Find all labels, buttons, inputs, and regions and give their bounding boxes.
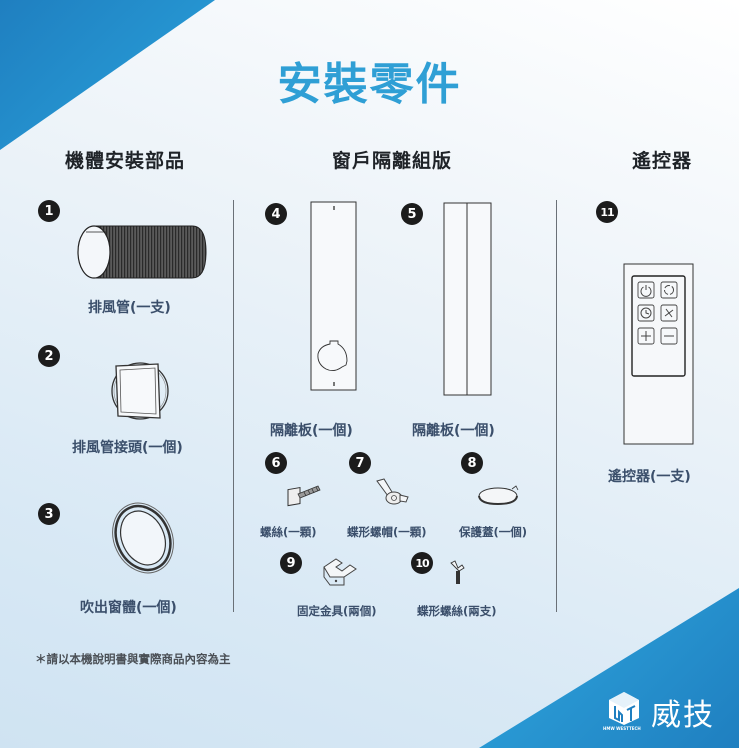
hose-connector-icon <box>111 362 169 420</box>
part-label: 保護蓋(一個) <box>459 525 528 539</box>
part-number-badge: 7 <box>349 452 371 474</box>
part-number-badge: 8 <box>461 452 483 474</box>
brand-name: 威技 <box>651 698 715 733</box>
part-number-badge: 10 <box>411 552 433 574</box>
remote-control-icon <box>623 263 694 445</box>
part-number-badge: 4 <box>265 203 287 225</box>
wing-screw-icon <box>450 560 465 584</box>
part-label: 排風管接頭(一個) <box>72 440 183 456</box>
column-divider <box>233 200 234 612</box>
part-label: 固定金具(兩個) <box>297 604 377 618</box>
brand-logo: HMW WESTTECH <box>603 690 643 734</box>
part-number-badge: 5 <box>401 203 423 225</box>
brand-subtitle: HMW WESTTECH <box>603 726 641 731</box>
screw-icon <box>287 485 321 507</box>
protective-cap-icon <box>478 485 519 506</box>
window-panel-with-hole-icon <box>310 201 357 391</box>
part-label: 螺絲(一顆) <box>260 525 317 539</box>
column-divider <box>556 200 557 612</box>
brand-logo-block: HMW WESTTECH 威技 <box>603 690 715 734</box>
wing-nut-icon <box>376 478 409 505</box>
part-number-badge: 1 <box>38 200 60 222</box>
part-number-badge: 6 <box>265 452 287 474</box>
section-heading-window-kit: 窗戶隔離組版 <box>332 150 453 172</box>
cube-logo-icon <box>609 692 639 725</box>
disclaimer-note: ＊請以本機說明書與實際商品內容為主 <box>35 652 231 666</box>
part-label: 蝶形螺帽(一顆) <box>347 525 427 539</box>
exhaust-hose-icon <box>77 225 207 279</box>
part-number-badge: 3 <box>38 503 60 525</box>
page-title: 安裝零件 <box>277 59 462 110</box>
part-label: 蝶形螺絲(兩支) <box>417 604 497 618</box>
fixing-bracket-icon <box>323 558 357 586</box>
part-label: 隔離板(一個) <box>270 423 353 439</box>
section-heading-remote: 遙控器 <box>632 150 693 172</box>
part-number-badge: 9 <box>280 552 302 574</box>
part-label: 排風管(一支) <box>88 300 171 316</box>
part-label: 隔離板(一個) <box>412 423 495 439</box>
part-number-badge: 2 <box>38 345 60 367</box>
part-label: 遙控器(一支) <box>608 469 691 485</box>
part-label: 吹出窗體(一個) <box>80 600 177 616</box>
window-panel-extension-icon <box>443 202 492 396</box>
outlet-ring-icon <box>112 502 174 574</box>
section-heading-body-parts: 機體安裝部品 <box>65 150 186 172</box>
part-number-badge: 11 <box>596 201 618 223</box>
